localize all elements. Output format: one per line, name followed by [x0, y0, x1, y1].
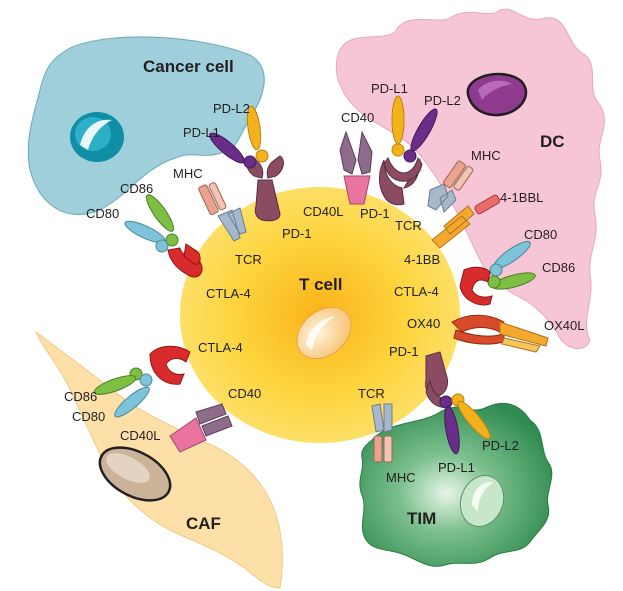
cd40-receptor-lower [195, 403, 233, 437]
label-t-ox40: OX40 [407, 316, 440, 331]
label-t-cd40-lower: CD40 [228, 386, 261, 401]
dc-cell: DC [335, 8, 605, 350]
t-cell-title: T cell [299, 275, 342, 294]
label-caf-cd40l: CD40L [120, 428, 160, 443]
label-dc-41bbl: 4-1BBL [500, 190, 543, 205]
dc-cell-body [335, 8, 605, 350]
mhc-molecule-cancer [198, 184, 219, 216]
dc-mhc-tcr [427, 160, 474, 213]
ox40-receptor [451, 314, 505, 345]
tim-cell-body [359, 402, 553, 567]
label-dc-pd-l1: PD-L1 [371, 81, 408, 96]
cancer-cell-body [27, 36, 265, 215]
label-t-tcr-left: TCR [235, 252, 262, 267]
label-tim-pd-l1: PD-L1 [438, 460, 475, 475]
pd1-receptor-left [254, 179, 281, 222]
caf-cd80-cd86-ctla4 [93, 345, 191, 418]
label-t-ctla4-right: CTLA-4 [394, 284, 439, 299]
label-t-pd1-lower: PD-1 [389, 344, 419, 359]
label-t-tcr-right: TCR [395, 218, 422, 233]
label-dc-ox40l: OX40L [544, 318, 584, 333]
mhc-molecule-tim [373, 435, 383, 463]
label-dc-pd-l2: PD-L2 [424, 93, 461, 108]
tcr-receptor-lower [371, 403, 393, 433]
cancer-cd80-cd86-ctla4 [124, 194, 203, 278]
label-tim-mhc: MHC [386, 470, 416, 485]
label-t-ctla4-lower: CTLA-4 [198, 340, 243, 355]
mhc-molecule-dc [442, 160, 466, 189]
dc-title: DC [540, 132, 565, 151]
cd86-ligand-cancer [145, 194, 175, 232]
tim-cell: TIM [359, 402, 553, 567]
tim-title: TIM [407, 509, 436, 528]
ox40l-ligand [499, 321, 549, 347]
caf-cell-body [34, 330, 283, 589]
cd80-ligand-caf [114, 386, 150, 418]
caf-cd40l-cd40 [169, 403, 233, 453]
label-caf-cd80: CD80 [72, 409, 105, 424]
t-cell: T cell [180, 187, 460, 443]
dc-cd40-cd40l [339, 130, 373, 205]
tim-pdl-complex [425, 351, 491, 455]
label-t-pd1-left: PD-1 [282, 226, 312, 241]
ctla4-receptor-right [459, 266, 493, 306]
label-dc-mhc: MHC [471, 148, 501, 163]
label-cancer-cd86: CD86 [120, 181, 153, 196]
label-dc-cd86: CD86 [542, 260, 575, 275]
caf-title: CAF [186, 514, 221, 533]
label-cancer-pd-l1: PD-L1 [183, 125, 220, 140]
tim-nucleus [459, 475, 505, 527]
cd86-ligand-caf [93, 375, 137, 395]
cancer-cell-title: Cancer cell [143, 57, 234, 76]
cd40-receptor-dc [339, 130, 373, 175]
label-t-ctla4-left: CTLA-4 [206, 286, 251, 301]
label-caf-cd86: CD86 [64, 389, 97, 404]
dc-ox40l-ox40 [451, 314, 549, 353]
label-dc-cd40: CD40 [341, 110, 374, 125]
cd40l-ligand-t [343, 175, 371, 205]
t-cell-nucleus [296, 306, 352, 360]
label-tim-pd-l2: PD-L2 [482, 438, 519, 453]
41bbl-ligand [474, 194, 501, 215]
cd40l-ligand-caf [169, 417, 207, 453]
cancer-mhc-tcr [198, 182, 247, 242]
pd-l1-ligand-tim [444, 405, 460, 455]
label-t-pd1-top: PD-1 [360, 206, 390, 221]
caf-cell: CAF [34, 330, 283, 589]
label-t-tcr-lower: TCR [358, 386, 385, 401]
label-cancer-mhc: MHC [173, 166, 203, 181]
label-cancer-pd-l2: PD-L2 [213, 101, 250, 116]
cancer-pdl-complex [209, 105, 284, 222]
tcr-receptor-right [427, 183, 457, 213]
label-t-cd40l-top: CD40L [303, 204, 343, 219]
caf-nucleus [98, 446, 172, 502]
ctla4-receptor-lower [149, 345, 191, 385]
pd-l2-ligand-tim [457, 400, 491, 440]
molecule-labels: PD-L2 PD-L1 MHC CD86 CD80 TCR PD-1 CTLA-… [64, 81, 584, 485]
pd-l1-ligand-dc [391, 95, 405, 145]
cancer-cell: Cancer cell [27, 36, 265, 215]
dc-nucleus [466, 72, 528, 117]
dc-cd80-cd86-ctla4 [459, 240, 536, 306]
41bb-receptor [431, 205, 475, 249]
cancer-nucleus [70, 112, 124, 162]
label-dc-cd80: CD80 [524, 227, 557, 242]
dc-pdl-complex [379, 95, 438, 206]
pd-l2-ligand-cancer [246, 105, 262, 151]
dc-41bbl-41bb [431, 194, 501, 249]
tim-tcr-mhc [371, 403, 393, 463]
label-t-41bb: 4-1BB [404, 252, 440, 267]
tcr-receptor-left [217, 207, 247, 242]
label-cancer-cd80: CD80 [86, 206, 119, 221]
